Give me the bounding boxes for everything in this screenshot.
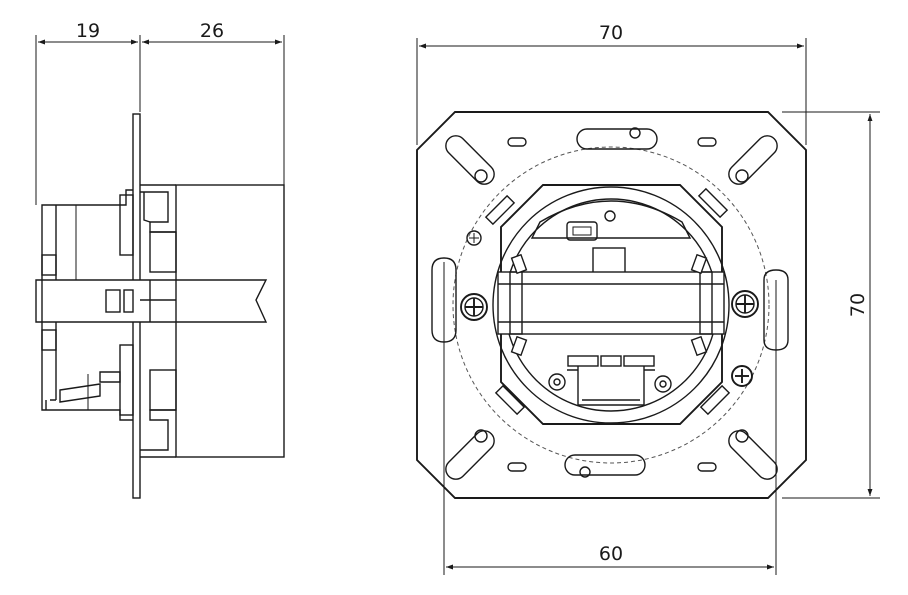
- corner-slot: [728, 135, 778, 185]
- left-keyhole-slot: [431, 257, 457, 343]
- front-view: 70 70 60: [416, 22, 880, 575]
- led-window: [566, 221, 598, 241]
- corner-slot: [728, 430, 778, 480]
- left-screw-icon: [460, 293, 488, 321]
- side-view: 19 26: [35, 20, 285, 499]
- clip: [484, 194, 516, 226]
- clip: [697, 187, 729, 219]
- dim-label-70-width: 70: [599, 22, 623, 44]
- rocker-bar: [497, 271, 725, 335]
- dim-label-19: 19: [76, 20, 100, 42]
- corner-slot: [445, 135, 495, 185]
- clip: [699, 384, 731, 416]
- clip: [494, 384, 526, 416]
- corner-slot: [445, 430, 495, 480]
- reference-circle: [452, 146, 770, 464]
- dim-label-26: 26: [200, 20, 224, 42]
- dim-label-60: 60: [599, 543, 623, 565]
- mounting-plate-front: [416, 111, 807, 499]
- right-screw-icon: [731, 290, 759, 318]
- small-screw-icon: [731, 365, 753, 387]
- dim-label-70-height: 70: [847, 293, 869, 317]
- right-keyhole-slot: [763, 269, 789, 351]
- top-elongated-hole: [576, 128, 658, 150]
- bottom-elongated-hole: [564, 454, 646, 476]
- actuator-shaft: [35, 279, 268, 323]
